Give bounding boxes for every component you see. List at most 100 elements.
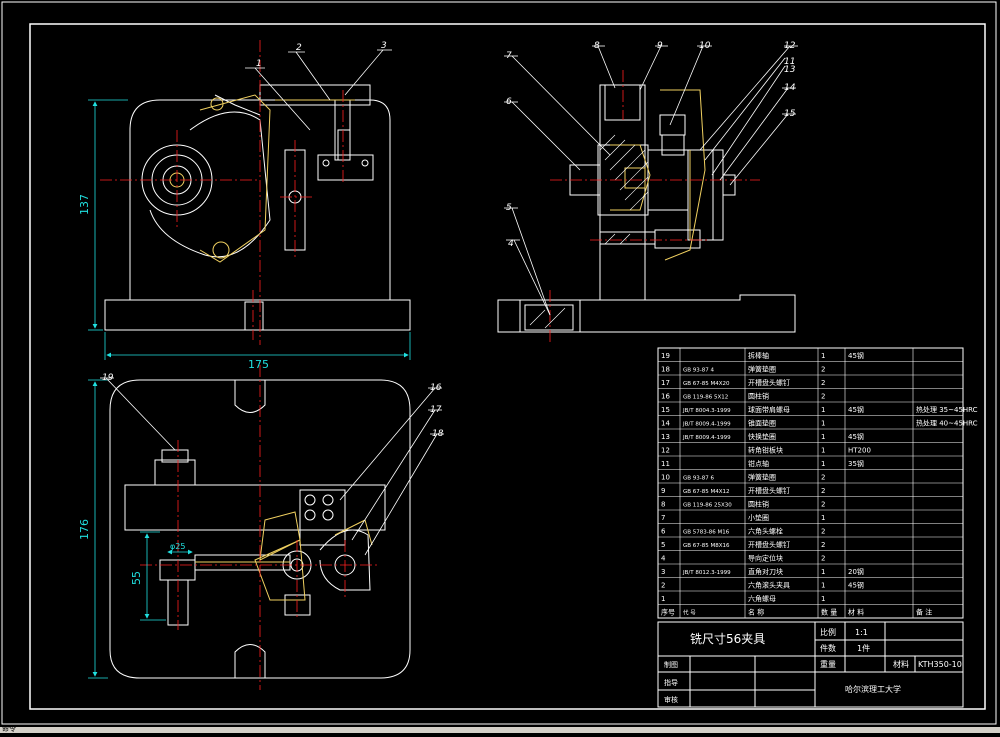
- school-name: 哈尔滨理工大学: [845, 684, 901, 694]
- bom-cell-code: JB/T 8009.4-1999: [682, 435, 731, 441]
- dim-front-width: 175: [248, 358, 269, 371]
- bom-cell-code: GB 119-86 25X30: [683, 503, 732, 509]
- balloon-16: 16: [430, 383, 442, 393]
- inner-frame: [29, 23, 986, 710]
- balloon-labels: 1 2 3 4 5 6 7 8 9 10 11 12 13 14 15 16 1…: [102, 41, 796, 439]
- bom-cell-code: GB 67-85 M4X12: [683, 489, 730, 495]
- bom-cell-name: 开槽盘头螺钉: [748, 540, 790, 549]
- bom-cell-no: 16: [661, 393, 670, 401]
- bom-cell-qty: 1: [821, 595, 825, 603]
- bom-cell-code: JB/T 8004.3-1999: [682, 408, 731, 414]
- bom-cell-no: 15: [661, 406, 670, 414]
- front-view: [104, 84, 411, 331]
- bom-cell-name: 六角滚头夹具: [748, 581, 790, 590]
- bom-cell-code: JB/T 8009.4-1999: [682, 422, 731, 428]
- bom-row: 7 小垫圈 1: [661, 513, 825, 522]
- review-label: 审核: [664, 695, 678, 704]
- bom-cell-qty: 2: [821, 555, 825, 563]
- bom-cell-no: 2: [661, 582, 665, 590]
- bom-cell-qty: 2: [821, 474, 825, 482]
- bom-cell-qty: 1: [821, 447, 825, 455]
- balloon-9: 9: [657, 41, 663, 51]
- bom-cell-no: 8: [661, 501, 665, 509]
- bom-cell-no: 3: [661, 568, 665, 576]
- bom-cell-mat: 45钢: [848, 432, 864, 441]
- bom-cell-qty: 2: [821, 393, 825, 401]
- balloon-5: 5: [506, 203, 512, 213]
- bom-cell-note: 热处理 35~45HRC: [916, 405, 978, 414]
- bom-cell-name: 小垫圈: [748, 513, 769, 522]
- title-block: [657, 621, 964, 708]
- bom-cell-qty: 1: [821, 406, 825, 414]
- bom-cell-no: 14: [661, 420, 670, 428]
- scale-value: 1:1: [855, 628, 868, 637]
- balloon-leaders: [100, 45, 798, 556]
- guide-label: 指导: [664, 678, 678, 687]
- side-hatching: [529, 134, 649, 329]
- balloon-17: 17: [430, 405, 442, 415]
- bom-cell-no: 17: [661, 379, 670, 387]
- bom-cell-no: 7: [661, 514, 665, 522]
- balloon-2: 2: [296, 43, 302, 53]
- balloon-11: 11: [784, 57, 795, 67]
- bom-cell-mat: 35钢: [848, 459, 864, 468]
- bom-cell-no: 序号: [661, 608, 675, 617]
- bom-cell-name: 钳点轴: [748, 459, 769, 468]
- bom-cell-qty: 1: [821, 420, 825, 428]
- bom-cell-name: 拆棒轴: [748, 351, 769, 360]
- balloon-3: 3: [381, 41, 387, 51]
- balloon-6: 6: [506, 97, 512, 107]
- bom-cell-mat: HT200: [848, 447, 871, 455]
- front-centerlines: [100, 40, 344, 345]
- drawn-label: 制图: [664, 660, 678, 669]
- bom-cell-mat: 45钢: [848, 581, 864, 590]
- bom-row: 8 GB 119-86 25X30 圆柱销 2: [661, 500, 825, 509]
- dim-top-dia: φ25: [170, 542, 185, 551]
- top-dimensions: [88, 379, 193, 679]
- balloon-19: 19: [102, 373, 114, 383]
- bom-cell-name: 锥面垫圈: [748, 419, 776, 428]
- outer-frame: [1, 1, 997, 725]
- bom-cell-name: 开槽盘头螺钉: [748, 378, 790, 387]
- balloon-13: 13: [784, 65, 796, 75]
- balloon-10: 10: [699, 41, 711, 51]
- bom-cell-code: JB/T 8012.3-1999: [682, 570, 731, 576]
- balloon-8: 8: [594, 41, 600, 51]
- bom-cell-qty: 2: [821, 541, 825, 549]
- bom-cell-code: GB 67-85 M8X16: [683, 543, 730, 549]
- bom-cell-qty: 2: [821, 501, 825, 509]
- bom-cell-name: 圆柱销: [748, 500, 769, 509]
- front-hidden-lines: [199, 94, 355, 263]
- bom-cell-mat: 材 料: [848, 608, 864, 617]
- bom-cell-name: 导向定位块: [748, 554, 783, 563]
- balloon-15: 15: [784, 109, 796, 119]
- bom-cell-qty: 1: [821, 568, 825, 576]
- bom-cell-mat: 20钢: [848, 567, 864, 576]
- dim-top-height: 176: [78, 519, 91, 540]
- bom-cell-qty: 2: [821, 487, 825, 495]
- dim-top-small: 55: [130, 571, 143, 585]
- bom-cell-qty: 1: [821, 514, 825, 522]
- bom-cell-name: 名 称: [748, 608, 764, 617]
- title-block-text: 铣尺寸56夹具 比例 1:1 件数 1件 重量 材料 KTH350-10 制图 …: [664, 627, 962, 704]
- bom-cell-name: 六角螺母: [748, 594, 776, 603]
- bom-cell-no: 10: [661, 474, 670, 482]
- bom-cell-code: GB 93-87 6: [683, 476, 715, 482]
- bom-cell-no: 11: [661, 460, 670, 468]
- balloon-4: 4: [508, 239, 514, 249]
- material-value: KTH350-10: [918, 660, 962, 669]
- bom-cell-no: 19: [661, 352, 670, 360]
